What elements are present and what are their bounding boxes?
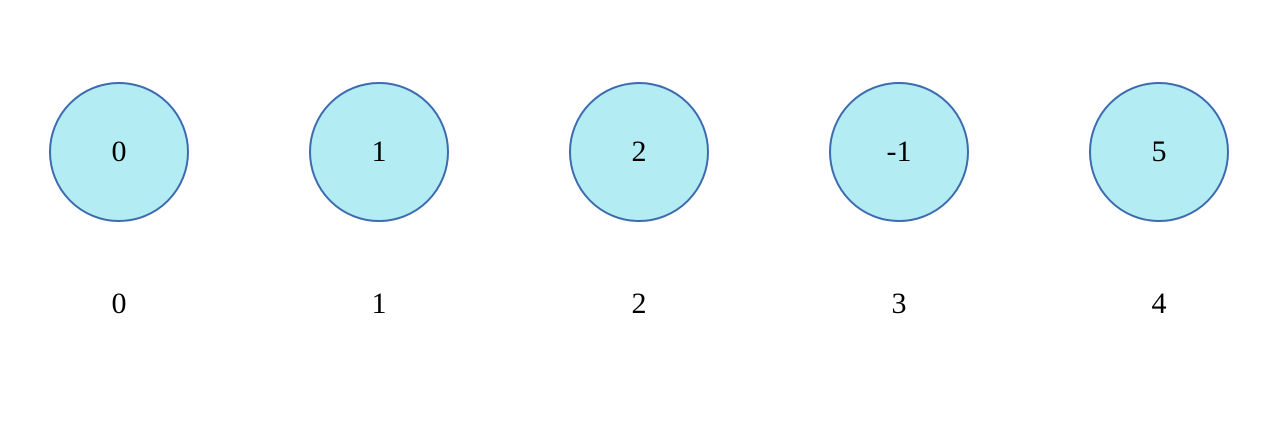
element-value: 1 — [371, 135, 387, 168]
array-element-node: 0 — [49, 82, 189, 222]
array-element-node: 2 — [569, 82, 709, 222]
array-element-node: -1 — [829, 82, 969, 222]
index-label: 1 — [371, 287, 387, 320]
array-element-node: 5 — [1089, 82, 1229, 222]
element-value: -1 — [886, 135, 912, 168]
element-value: 5 — [1151, 135, 1167, 168]
array-element-node: 1 — [309, 82, 449, 222]
index-label: 0 — [111, 287, 127, 320]
index-label: 2 — [631, 287, 647, 320]
index-label: 4 — [1151, 287, 1167, 320]
index-label: 3 — [891, 287, 907, 320]
element-value: 2 — [631, 135, 647, 168]
element-value: 0 — [111, 135, 127, 168]
